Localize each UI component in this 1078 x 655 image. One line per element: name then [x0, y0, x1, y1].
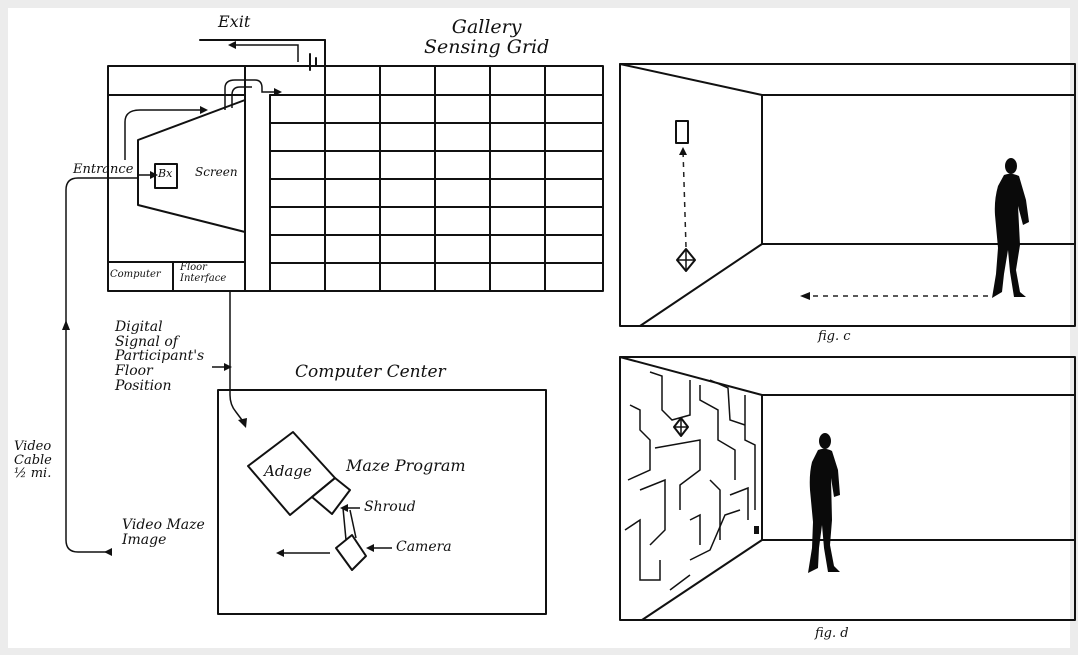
video-cable-label: Video Cable ½ mi.	[14, 440, 52, 481]
fig-d-caption: fig. d	[815, 627, 849, 641]
fig-c-caption: fig. c	[818, 330, 851, 344]
maze-program-label: Maze Program	[346, 458, 466, 475]
gallery-title: Gallery Sensing Grid	[424, 18, 549, 58]
box-label: Bx	[158, 168, 172, 180]
exit-label: Exit	[218, 14, 250, 31]
computer-label: Computer	[110, 270, 161, 281]
shroud-label: Shroud	[364, 500, 416, 515]
adage-label: Adage	[264, 464, 312, 480]
entrance-label: Entrance	[73, 163, 133, 177]
floor-interface-label: Floor Interface	[180, 263, 226, 284]
camera-label: Camera	[396, 540, 452, 555]
video-maze-image-label: Video Maze Image	[122, 518, 205, 547]
digital-signal-label: Digital Signal of Participant's Floor Po…	[115, 320, 204, 393]
screen-label: Screen	[195, 166, 238, 179]
computer-center-label: Computer Center	[295, 364, 446, 382]
